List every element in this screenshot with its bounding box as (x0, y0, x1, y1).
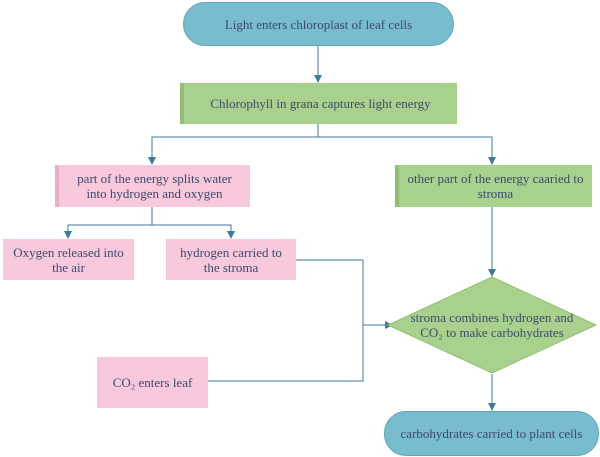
start-terminal-label: Light enters chloroplast of leaf cells (224, 16, 413, 32)
hydrogen-box: hydrogen carried to the stroma (166, 239, 296, 280)
other-energy-box: other part of the energy caaried to stro… (395, 165, 592, 207)
split-water-box: part of the energy splits water into hyd… (55, 165, 250, 207)
connector-co2-to-stroma (208, 325, 364, 382)
hydrogen-label: hydrogen carried to the stroma (180, 244, 282, 275)
co2-label: CO₂ enters leaf (112, 375, 193, 390)
chlorophyll-label: Chlorophyll in grana captures light ener… (210, 96, 431, 111)
chlorophyll-process-box: Chlorophyll in grana captures light ener… (180, 83, 457, 124)
end-terminal: carbohydrates carried to plant cells (384, 411, 599, 456)
stroma-decision-diamond (386, 276, 598, 374)
oxygen-label: Oxygen released into the air (13, 244, 124, 275)
connector-chlorophyll-to-other-energy (318, 136, 496, 165)
connector-chlorophyll-to-split-water (148, 124, 319, 165)
split-water-label: part of the energy splits water into hyd… (77, 171, 232, 201)
other-energy-label: other part of the energy caaried to stro… (407, 171, 584, 201)
co2-box: CO₂ enters leaf (97, 357, 208, 408)
stroma-combine-label: stroma combines hydrogen and CO₂ to make… (410, 310, 574, 340)
connector-split-to-oxygen (64, 207, 153, 239)
end-terminal-label: carbohydrates carried to plant cells (400, 426, 583, 441)
connector-split-to-hydrogen (152, 224, 235, 239)
connector-hydrogen-to-stroma (296, 259, 393, 329)
start-terminal: Light enters chloroplast of leaf cells (183, 2, 454, 46)
oxygen-box: Oxygen released into the air (3, 239, 134, 280)
